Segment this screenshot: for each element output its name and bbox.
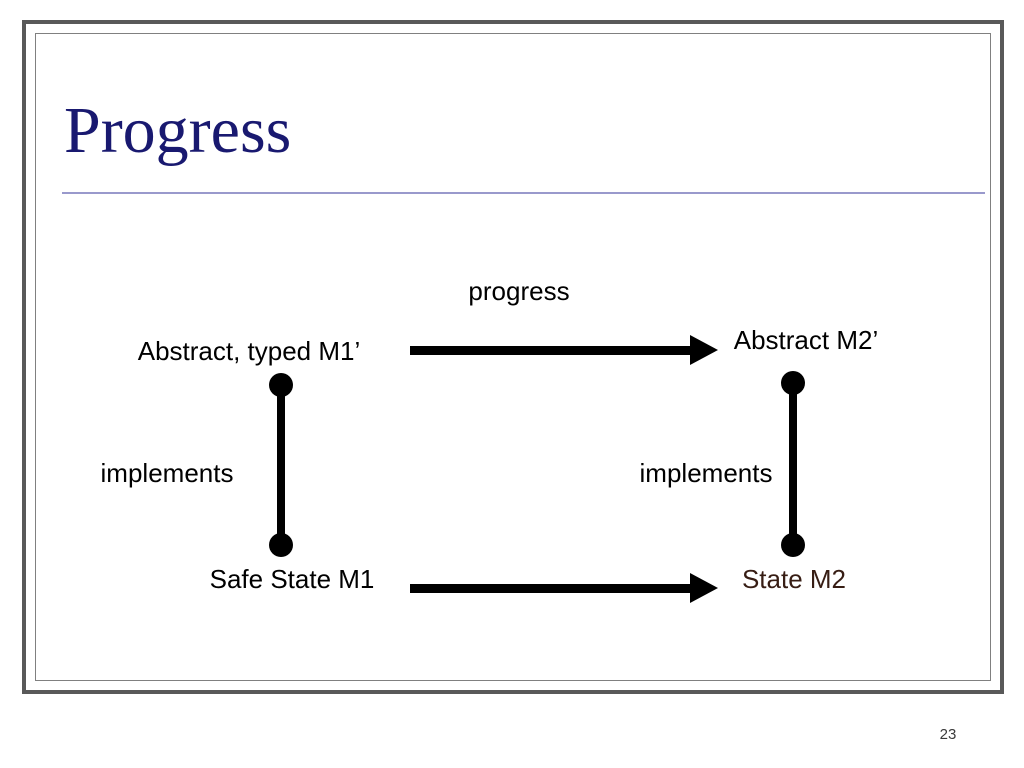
node-abstract-m2: Abstract M2’ — [733, 325, 879, 355]
page-number: 23 — [939, 726, 957, 743]
edge-label-progress: progress — [468, 276, 570, 306]
slide-title: Progress — [64, 94, 292, 167]
title-underline-rule — [62, 192, 985, 194]
progress-arrow-top-head — [690, 335, 718, 365]
bottom-arrow-shaft — [410, 584, 691, 593]
connector-left-bottom-dot — [269, 533, 293, 557]
edge-label-implements-left: implements — [100, 458, 234, 488]
slide-frame-inner-border — [35, 33, 991, 681]
slide-frame-outer-border — [22, 20, 1004, 694]
bottom-arrow-head — [690, 573, 718, 603]
node-state-m2: State M2 — [741, 564, 847, 594]
implements-connector-left — [277, 385, 285, 545]
progress-arrow-top-shaft — [410, 346, 691, 355]
connector-right-bottom-dot — [781, 533, 805, 557]
implements-connector-right — [789, 383, 797, 543]
node-abstract-typed-m1: Abstract, typed M1’ — [137, 336, 361, 366]
node-safe-state-m1: Safe State M1 — [209, 564, 375, 594]
edge-label-implements-right: implements — [639, 458, 773, 488]
